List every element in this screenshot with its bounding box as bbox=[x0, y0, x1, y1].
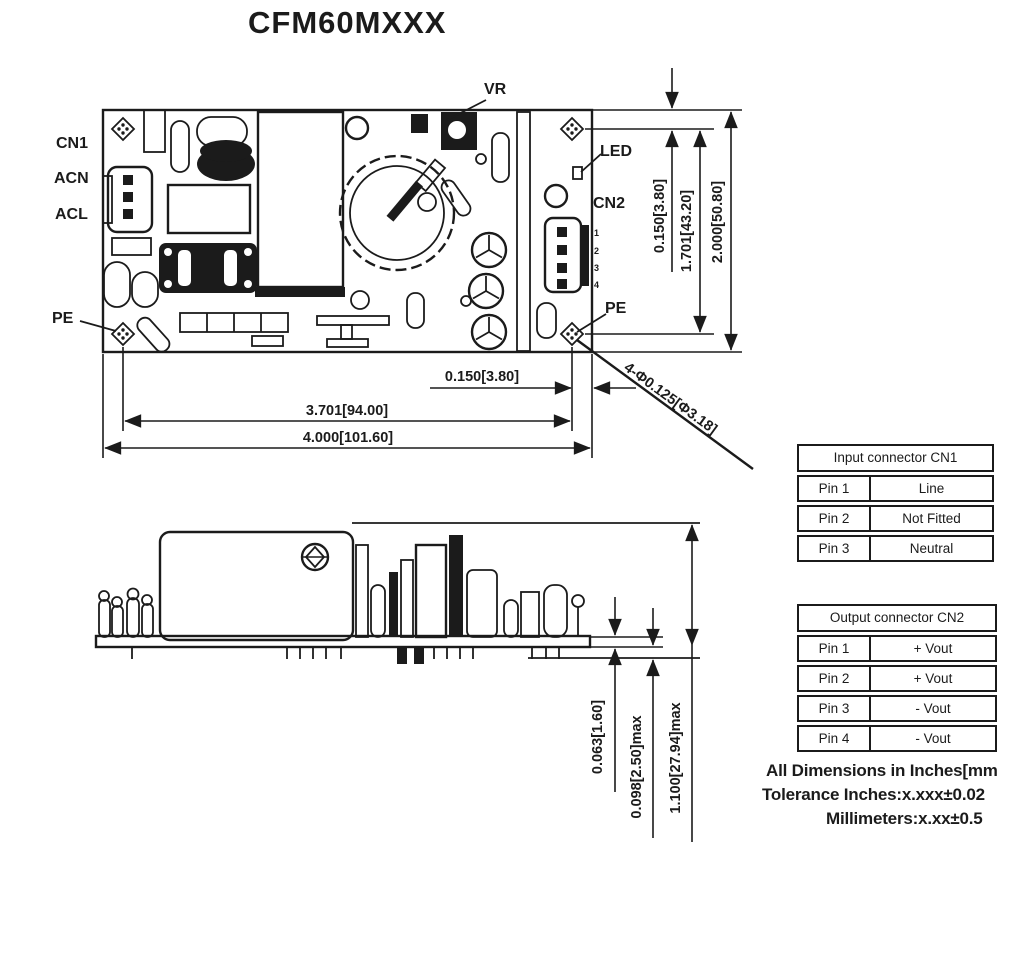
output-connector-table: Output connector CN2 Pin 1 + Vout Pin 2 … bbox=[797, 604, 997, 752]
dim-hole-spacing-vertical: 1.701[43.20] bbox=[679, 190, 695, 272]
dim-board-height: 2.000[50.80] bbox=[710, 181, 726, 263]
note-dimensions-units: All Dimensions in Inches[mm bbox=[766, 761, 998, 780]
pin-cell: Pin 4 bbox=[799, 727, 871, 750]
dim-pcb-thickness: 0.063[1.60] bbox=[590, 700, 606, 774]
cn2-connector bbox=[543, 216, 589, 294]
mounting-hole-bottom-left bbox=[110, 321, 136, 347]
dim-mounting-holes-callout: 4-Φ0.125[Φ3.18] bbox=[621, 360, 720, 438]
input-connector-table: Input connector CN1 Pin 1 Line Pin 2 Not… bbox=[797, 444, 994, 562]
signal-cell: + Vout bbox=[913, 641, 953, 656]
pcb-leads-below-board bbox=[131, 647, 560, 664]
leader-lines bbox=[79, 99, 754, 470]
signal-cell: Neutral bbox=[909, 541, 954, 556]
small-capacitor bbox=[543, 183, 569, 209]
top-view: 0.150[3.80] 1.701[43.20] 2.000[50.80] 0.… bbox=[52, 68, 754, 470]
dimension-lines-top-view bbox=[104, 68, 738, 455]
table-row: Pin 1 Line bbox=[797, 475, 994, 502]
part-number-title: CFM60MXXX bbox=[248, 5, 447, 40]
signal-cell: - Vout bbox=[915, 731, 951, 746]
label-pe-right: PE bbox=[605, 300, 627, 317]
output-connector-table-title: Output connector CN2 bbox=[797, 604, 997, 632]
cn2-pin-2: 2 bbox=[594, 246, 599, 256]
transformer-cover bbox=[158, 530, 355, 642]
cn2-pin-4: 4 bbox=[594, 280, 599, 290]
pin-cell: Pin 2 bbox=[799, 667, 871, 690]
cn2-pin-3: 3 bbox=[594, 263, 599, 273]
dim-hole-spacing-horizontal: 3.701[94.00] bbox=[306, 403, 388, 419]
signal-cell: Line bbox=[918, 481, 945, 496]
table-row: Pin 1 + Vout bbox=[797, 635, 997, 662]
table-row: Pin 3 Neutral bbox=[797, 535, 994, 562]
table-row: Pin 2 Not Fitted bbox=[797, 505, 994, 532]
label-cn1: CN1 bbox=[56, 135, 88, 152]
table-row: Pin 2 + Vout bbox=[797, 665, 997, 692]
note-tolerance-millimeters: Millimeters:x.xx±0.5 bbox=[826, 809, 983, 828]
side-components-right bbox=[355, 535, 585, 639]
pcb-side-profile bbox=[94, 634, 592, 649]
pin-cell: Pin 1 bbox=[799, 477, 871, 500]
heatsink-bar bbox=[516, 111, 531, 352]
side-view: 0.063[1.60] 0.098[2.50]max 1.100[27.94]m… bbox=[94, 522, 700, 842]
pin-cell: Pin 2 bbox=[799, 507, 871, 530]
dim-lead-protrusion: 0.098[2.50]max bbox=[629, 715, 645, 818]
dim-max-component-height: 1.100[27.94]max bbox=[668, 702, 684, 813]
led-indicator bbox=[572, 166, 583, 180]
mounting-hole-top-left bbox=[110, 116, 136, 142]
pin-cell: Pin 3 bbox=[799, 537, 871, 560]
label-pe-left: PE bbox=[52, 310, 74, 327]
mounting-hole-top-right bbox=[559, 116, 585, 142]
dimension-lines-side-view bbox=[608, 524, 699, 842]
label-led: LED bbox=[600, 143, 632, 160]
pcb-components-primary bbox=[103, 109, 510, 353]
table-row: Pin 4 - Vout bbox=[797, 725, 997, 752]
label-acn: ACN bbox=[54, 170, 89, 187]
pe-area-component bbox=[536, 302, 557, 339]
dim-edge-to-hole-vertical: 0.150[3.80] bbox=[652, 179, 668, 253]
signal-cell: - Vout bbox=[915, 701, 951, 716]
pcb-outline bbox=[101, 108, 594, 354]
cn2-pin-1: 1 bbox=[594, 228, 599, 238]
signal-cell: Not Fitted bbox=[902, 511, 961, 526]
label-vr: VR bbox=[484, 81, 507, 98]
pin-cell: Pin 3 bbox=[799, 697, 871, 720]
side-components-left bbox=[98, 587, 154, 638]
dim-board-width: 4.000[101.60] bbox=[303, 430, 393, 446]
note-tolerance-inches: Tolerance Inches:x.xxx±0.02 bbox=[762, 785, 985, 804]
label-cn2: CN2 bbox=[593, 195, 625, 212]
extension-lines bbox=[102, 109, 742, 458]
cn1-connector bbox=[102, 165, 154, 256]
signal-cell: + Vout bbox=[913, 671, 953, 686]
label-acl: ACL bbox=[55, 206, 88, 223]
dim-edge-to-hole-horizontal: 0.150[3.80] bbox=[445, 369, 519, 385]
input-connector-table-title: Input connector CN1 bbox=[797, 444, 994, 472]
table-row: Pin 3 - Vout bbox=[797, 695, 997, 722]
pin-cell: Pin 1 bbox=[799, 637, 871, 660]
output-capacitors bbox=[467, 231, 508, 351]
